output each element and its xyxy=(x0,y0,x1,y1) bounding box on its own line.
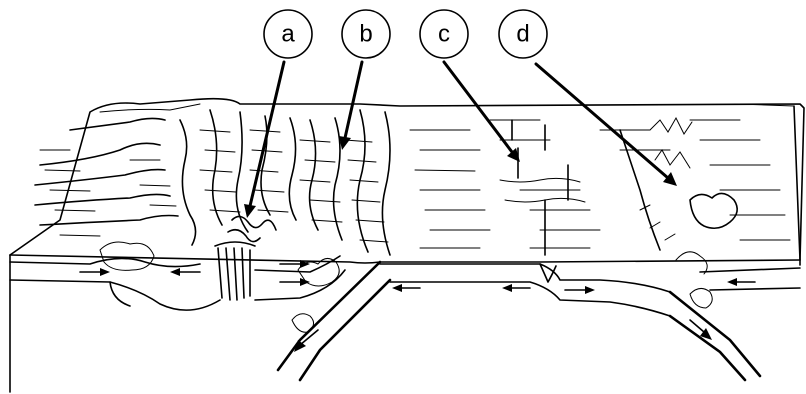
ocean-floor xyxy=(410,118,790,255)
pointer-b xyxy=(345,62,362,138)
label-d-text: d xyxy=(516,21,529,48)
block-outline xyxy=(10,99,804,392)
continental-mountains xyxy=(35,104,390,255)
label-c: c xyxy=(420,10,468,58)
label-b-text: b xyxy=(359,21,372,48)
convection-arrows xyxy=(80,260,755,352)
label-d: d xyxy=(499,10,547,58)
label-a-text: a xyxy=(281,21,295,48)
pointer-d xyxy=(536,64,668,178)
label-c-text: c xyxy=(438,21,450,48)
pointer-a xyxy=(250,62,284,206)
label-b: b xyxy=(342,10,390,58)
pointer-c xyxy=(444,62,512,152)
label-a: a xyxy=(264,10,312,58)
